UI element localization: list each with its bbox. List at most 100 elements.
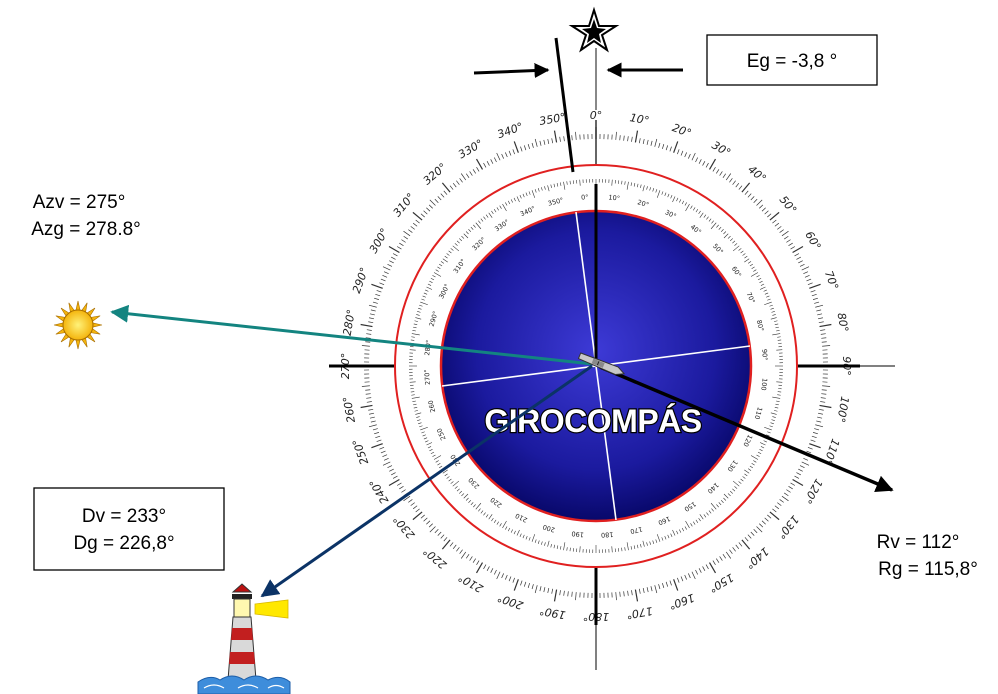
outer-tick bbox=[383, 458, 389, 461]
outer-tick bbox=[429, 199, 436, 206]
inner-tick bbox=[463, 233, 469, 239]
outer-tick bbox=[496, 571, 501, 580]
inner-tick bbox=[534, 539, 537, 543]
inner-tick bbox=[427, 446, 432, 449]
outer-tick bbox=[368, 321, 374, 324]
outer-tick bbox=[553, 130, 558, 143]
outer-tick bbox=[567, 591, 569, 597]
inner-tick bbox=[685, 203, 690, 212]
outer-tick bbox=[796, 256, 802, 260]
inner-tick bbox=[553, 183, 556, 188]
outer-tick bbox=[370, 420, 376, 423]
inner-tick bbox=[747, 468, 752, 471]
outer-tick bbox=[719, 556, 723, 561]
outer-tick bbox=[774, 505, 780, 510]
inner-tick bbox=[767, 298, 771, 301]
outer-tick bbox=[788, 242, 793, 247]
outer-tick bbox=[747, 534, 752, 539]
outer-tick bbox=[750, 531, 755, 536]
outer-tick bbox=[368, 304, 377, 308]
inner-tick bbox=[478, 508, 481, 512]
outer-tick bbox=[753, 198, 758, 203]
outer-tick bbox=[369, 416, 375, 419]
inner-tick bbox=[753, 269, 757, 272]
outer-tick bbox=[459, 178, 463, 183]
inner-tick bbox=[513, 530, 516, 535]
outer-tick bbox=[571, 135, 573, 141]
outer-tick bbox=[429, 526, 436, 533]
inner-tick bbox=[646, 186, 648, 190]
inner-tick bbox=[776, 381, 783, 383]
inner-tick bbox=[442, 258, 448, 263]
inner-tick bbox=[774, 406, 779, 409]
inner-tick bbox=[461, 493, 465, 497]
cardinal-lines bbox=[329, 120, 895, 670]
inner-tick bbox=[421, 431, 425, 434]
sun-ray bbox=[75, 300, 81, 311]
inner-tick bbox=[491, 210, 494, 215]
bearing-true-label: Dv = 233° bbox=[82, 506, 166, 527]
outer-tick bbox=[483, 564, 487, 570]
inner-tick bbox=[502, 520, 507, 529]
inner-tick bbox=[642, 185, 645, 192]
outer-tick bbox=[512, 577, 515, 583]
inner-tick bbox=[470, 502, 474, 506]
outer-tick bbox=[547, 587, 550, 594]
outer-tick bbox=[563, 590, 565, 596]
inner-tick bbox=[516, 196, 520, 203]
inner-scale-label: 350° bbox=[547, 196, 564, 208]
outer-tick bbox=[725, 551, 732, 559]
inner-tick bbox=[473, 224, 476, 228]
outer-scale-label: 80° bbox=[835, 312, 851, 333]
outer-tick bbox=[774, 222, 780, 227]
inner-tick bbox=[773, 410, 778, 412]
outer-tick bbox=[814, 428, 820, 431]
outer-tick bbox=[366, 333, 372, 335]
inner-tick bbox=[774, 323, 779, 326]
inner-tick bbox=[764, 292, 769, 295]
inner-tick bbox=[624, 547, 626, 551]
outer-tick bbox=[387, 263, 393, 267]
outer-tick bbox=[553, 589, 558, 602]
inner-tick bbox=[423, 437, 428, 440]
outer-tick bbox=[719, 171, 723, 176]
outer-tick bbox=[756, 526, 763, 533]
outer-tick bbox=[814, 301, 820, 304]
inner-tick bbox=[776, 349, 783, 351]
outer-tick bbox=[388, 478, 400, 487]
inner-tick bbox=[770, 422, 774, 425]
outer-tick bbox=[759, 523, 764, 528]
inner-tick bbox=[541, 187, 543, 191]
outer-tick bbox=[486, 160, 490, 166]
inner-tick bbox=[732, 245, 740, 252]
outer-scale-label: 120° bbox=[801, 477, 826, 506]
inner-tick bbox=[767, 431, 771, 434]
inner-tick bbox=[776, 400, 780, 402]
inner-tick bbox=[502, 203, 507, 212]
inner-tick bbox=[770, 307, 774, 310]
inner-tick bbox=[708, 510, 712, 514]
outer-tick bbox=[559, 590, 561, 596]
inner-tick bbox=[522, 534, 525, 539]
inner-tick bbox=[753, 460, 757, 463]
outer-tick bbox=[523, 145, 527, 151]
inner-tick bbox=[413, 403, 417, 406]
outer-tick bbox=[370, 309, 376, 312]
outer-tick bbox=[735, 544, 740, 550]
outer-tick bbox=[368, 408, 374, 411]
inner-tick bbox=[692, 521, 696, 525]
inner-tick bbox=[433, 272, 442, 277]
outer-tick bbox=[654, 585, 658, 594]
outer-tick bbox=[366, 397, 372, 399]
outer-tick bbox=[708, 562, 717, 574]
inner-tick bbox=[699, 212, 704, 218]
outer-tick bbox=[360, 404, 373, 409]
inner-tick bbox=[483, 216, 486, 220]
inner-tick bbox=[764, 301, 772, 306]
outer-tick bbox=[469, 171, 473, 176]
inner-tick bbox=[734, 486, 738, 489]
inner-tick bbox=[429, 280, 433, 283]
outer-tick bbox=[786, 239, 791, 243]
inner-tick bbox=[422, 295, 426, 298]
outer-tick bbox=[792, 245, 804, 254]
